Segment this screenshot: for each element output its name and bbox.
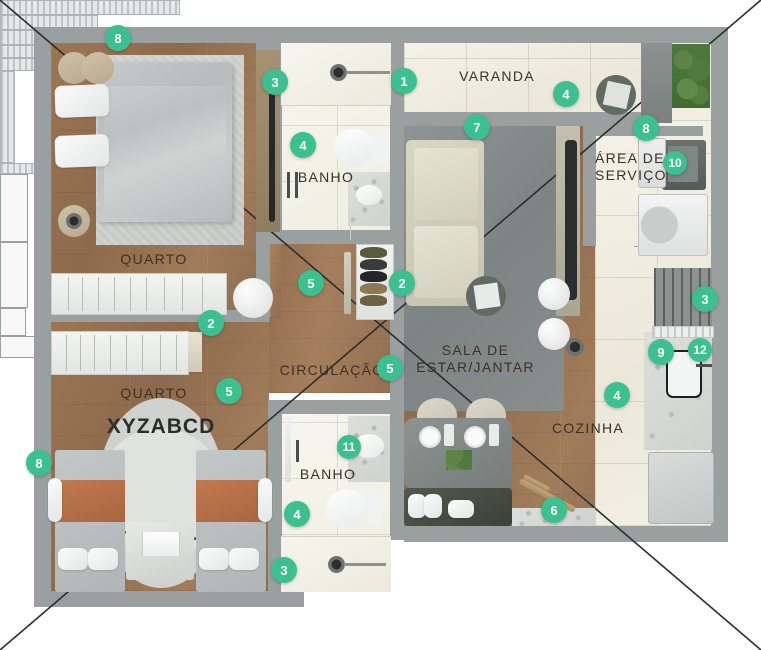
bed-twin-right-blanket <box>196 480 266 522</box>
pillow-twin-left-1 <box>58 548 88 570</box>
toilet-tank-banho-social <box>368 492 382 525</box>
marker-badge-5[interactable]: 5 <box>298 270 324 296</box>
label-cozinha: COZINHA <box>551 420 625 436</box>
floor-lamp-sala <box>566 338 584 356</box>
pillow-twin-left-2 <box>88 548 118 570</box>
hall-door-leaf[interactable] <box>344 252 351 314</box>
marker-badge-2[interactable]: 2 <box>389 270 415 296</box>
marker-badge-12[interactable]: 12 <box>688 338 712 362</box>
nightstand-right <box>82 52 114 84</box>
marker-badge-4[interactable]: 4 <box>553 81 579 107</box>
wardrobe-master <box>51 273 227 315</box>
sink-banho-suite <box>356 185 382 205</box>
side-table-master <box>233 278 273 318</box>
marker-badge-3[interactable]: 3 <box>271 557 297 583</box>
label-area-servico: ÁREA DE SERVIÇO <box>595 150 667 183</box>
marker-badge-1[interactable]: 1 <box>391 68 417 94</box>
marker-badge-4[interactable]: 4 <box>290 132 316 158</box>
shower-bar-banho-social <box>344 563 386 566</box>
kitchen-upper-cabinets <box>652 326 714 338</box>
marker-badge-2[interactable]: 2 <box>198 310 224 336</box>
toilet-banho-suite <box>334 129 374 167</box>
label-quarto-suite: QUARTO <box>120 251 188 267</box>
closet-rail-suite <box>269 72 275 222</box>
dining-napkin-2 <box>489 424 499 446</box>
alphabet-rug-letters-top: XYZABCD <box>106 415 216 438</box>
pillow-master-1 <box>54 84 110 118</box>
door-swing-circulacao[interactable] <box>283 300 341 312</box>
label-banho-social: BANHO <box>299 466 357 482</box>
refrigerator <box>648 452 714 524</box>
label-banho-suite: BANHO <box>297 169 355 185</box>
shoe-2 <box>360 259 387 270</box>
dining-plate-1 <box>419 426 441 448</box>
marker-badge-4[interactable]: 4 <box>284 501 310 527</box>
shower-head-banho-social <box>328 556 345 573</box>
sideboard-cushion-3 <box>448 500 474 518</box>
marker-badge-3[interactable]: 3 <box>262 69 288 95</box>
pendant-1-sala <box>538 278 570 310</box>
towel-rack-2-banho-suite <box>295 172 298 198</box>
marker-badge-9[interactable]: 9 <box>648 339 674 365</box>
headboard-pillow-left <box>48 478 62 522</box>
door-leaf-banho-social[interactable] <box>285 416 291 482</box>
marker-badge-4[interactable]: 4 <box>604 382 630 408</box>
desk-quarto-2 <box>188 332 202 372</box>
marker-badge-10[interactable]: 10 <box>663 151 687 175</box>
washing-machine <box>638 194 708 256</box>
sideboard-cushion-2 <box>424 494 442 518</box>
marker-badge-7[interactable]: 7 <box>464 114 490 140</box>
shoe-4 <box>360 283 387 294</box>
coffee-table-book <box>473 282 501 310</box>
sofa-cushion-1 <box>414 148 478 220</box>
towel-rack-2-banho-social <box>296 440 299 462</box>
shower-head-banho-suite <box>330 64 347 81</box>
vertical-garden-varanda <box>672 44 710 108</box>
varanda-partition <box>641 43 672 123</box>
kitchen-faucet <box>696 364 712 367</box>
marker-badge-5[interactable]: 5 <box>216 378 242 404</box>
shoe-1 <box>360 247 387 258</box>
label-circulacao: CIRCULAÇÃO <box>279 362 385 378</box>
bed-master-duvet <box>104 86 226 218</box>
dining-plate-2 <box>464 426 486 448</box>
shoe-3 <box>360 271 387 282</box>
varanda-seat-cushion <box>602 80 632 110</box>
label-sala-estar-jantar: SALA DE ESTAR/JANTAR <box>416 342 535 375</box>
marker-badge-6[interactable]: 6 <box>541 497 567 523</box>
sideboard-cushion-1 <box>408 494 426 518</box>
toilet-banho-social <box>326 490 368 528</box>
marker-badge-5[interactable]: 5 <box>377 355 403 381</box>
toilet-tank-banho-suite <box>374 131 388 164</box>
towel-rack-banho-suite <box>287 172 290 198</box>
open-book-twin <box>142 532 180 556</box>
label-varanda: VARANDA <box>459 68 535 84</box>
tv-panel-sala <box>565 140 577 300</box>
wardrobe-quarto-2 <box>51 331 189 375</box>
pillow-twin-right-1 <box>199 548 229 570</box>
lamp-master <box>66 213 82 229</box>
marker-badge-8[interactable]: 8 <box>105 25 131 51</box>
dining-napkin-1 <box>444 424 454 446</box>
bed-twin-left-blanket <box>55 480 125 522</box>
marker-badge-3[interactable]: 3 <box>692 286 718 312</box>
marker-badge-8[interactable]: 8 <box>26 450 52 476</box>
shower-bar-banho-suite <box>346 71 390 74</box>
marker-badge-8[interactable]: 8 <box>633 115 659 141</box>
dining-centerpiece <box>446 450 472 470</box>
pendant-2-sala <box>538 318 570 350</box>
marker-badge-11[interactable]: 11 <box>337 435 361 459</box>
headboard-pillow-right <box>258 478 272 522</box>
pillow-master-2 <box>54 134 110 168</box>
pillow-twin-right-2 <box>229 548 259 570</box>
shoe-5 <box>360 295 387 306</box>
label-quarto-2: QUARTO <box>120 385 188 401</box>
